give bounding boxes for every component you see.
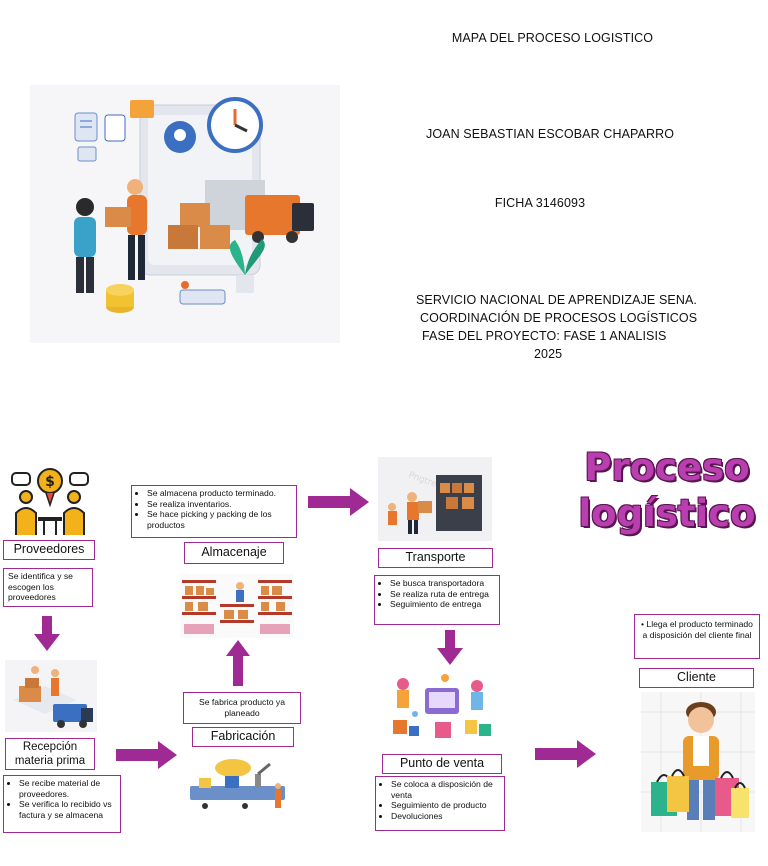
- author-name: JOAN SEBASTIAN ESCOBAR CHAPARRO: [425, 127, 675, 141]
- svg-text:$: $: [45, 474, 55, 490]
- stage-punto-venta-label: Punto de venta: [382, 754, 502, 774]
- stage-almacenaje-note: Se realiza inventarios.: [147, 499, 292, 510]
- diagram-title-line1: Proceso: [584, 446, 750, 489]
- stage-almacenaje-notes: Se almacena producto terminado. Se reali…: [131, 485, 297, 538]
- document-title: MAPA DEL PROCESO LOGISTICO: [451, 31, 654, 45]
- stage-cliente-label: Cliente: [639, 668, 754, 688]
- stage-punto-venta-note: Devoluciones: [391, 811, 500, 822]
- ficha-number: FICHA 3146093: [494, 196, 586, 210]
- point-of-sale-illustration: [385, 670, 497, 750]
- stage-almacenaje-note: Se hace picking y packing de los product…: [147, 509, 292, 530]
- stage-proveedores-note: Se identifica y se escogen los proveedor…: [3, 568, 93, 607]
- stage-recepcion-note: Se recibe material de proveedores.: [19, 778, 116, 799]
- stage-fabricacion-note: Se fabrica producto ya planeado: [183, 692, 301, 724]
- warehouse-illustration: [180, 574, 294, 638]
- arrow-right-3: [535, 739, 597, 769]
- diagram-title-line2: logístico: [578, 492, 756, 535]
- stage-transporte-note: Seguimiento de entrega: [390, 599, 495, 610]
- stage-recepcion-note: Se verifica lo recibido vs factura y se …: [19, 799, 116, 820]
- stage-fabricacion-label: Fabricación: [192, 727, 294, 747]
- arrow-right-1: [116, 740, 178, 770]
- arrow-down-2: [436, 630, 464, 666]
- stage-transporte-note: Se realiza ruta de entrega: [390, 589, 495, 600]
- coordination-line: COORDINACIÓN DE PROCESOS LOGÍSTICOS: [420, 311, 698, 325]
- stage-punto-venta-notes: Se coloca a disposición de venta Seguimi…: [375, 776, 505, 831]
- project-phase-line: FASE DEL PROYECTO: FASE 1 ANALISIS: [422, 329, 667, 343]
- arrow-down-1: [33, 616, 61, 652]
- stage-recepcion-notes: Se recibe material de proveedores. Se ve…: [3, 775, 121, 833]
- stage-transporte-note: Se busca transportadora: [390, 578, 495, 589]
- stage-punto-venta-note: Se coloca a disposición de venta: [391, 779, 500, 800]
- arrow-up-1: [226, 640, 250, 686]
- stage-punto-venta-note: Seguimiento de producto: [391, 800, 500, 811]
- diagram-title: Proceso logístico: [574, 445, 760, 537]
- suppliers-icon: $: [10, 465, 90, 537]
- stage-recepcion-label-line1: Recepción: [22, 741, 78, 753]
- arrow-right-2: [308, 487, 370, 517]
- stage-recepcion-label-line2: materia prima: [14, 755, 86, 767]
- stage-almacenaje-label: Almacenaje: [184, 542, 284, 564]
- institution-line: SERVICIO NACIONAL DE APRENDIZAJE SENA.: [416, 293, 697, 307]
- stage-cliente-note: • Llega el producto terminado a disposic…: [634, 614, 760, 659]
- logistics-illustration: [30, 85, 340, 343]
- customer-illustration: [641, 692, 755, 832]
- stage-cliente-note-bullet: •: [641, 619, 647, 629]
- year-line: 2025: [534, 347, 563, 361]
- transport-illustration: Pngtree: [378, 457, 492, 541]
- stage-cliente-note-text: Llega el producto terminado a disposició…: [642, 619, 753, 640]
- stage-recepcion-label: Recepción materia prima: [5, 738, 95, 770]
- stage-transporte-notes: Se busca transportadora Se realiza ruta …: [374, 575, 500, 625]
- stage-transporte-label: Transporte: [378, 548, 493, 568]
- stage-proveedores-label: Proveedores: [3, 540, 95, 560]
- reception-illustration: [5, 660, 97, 732]
- stage-almacenaje-note: Se almacena producto terminado.: [147, 488, 292, 499]
- manufacturing-illustration: [185, 756, 290, 812]
